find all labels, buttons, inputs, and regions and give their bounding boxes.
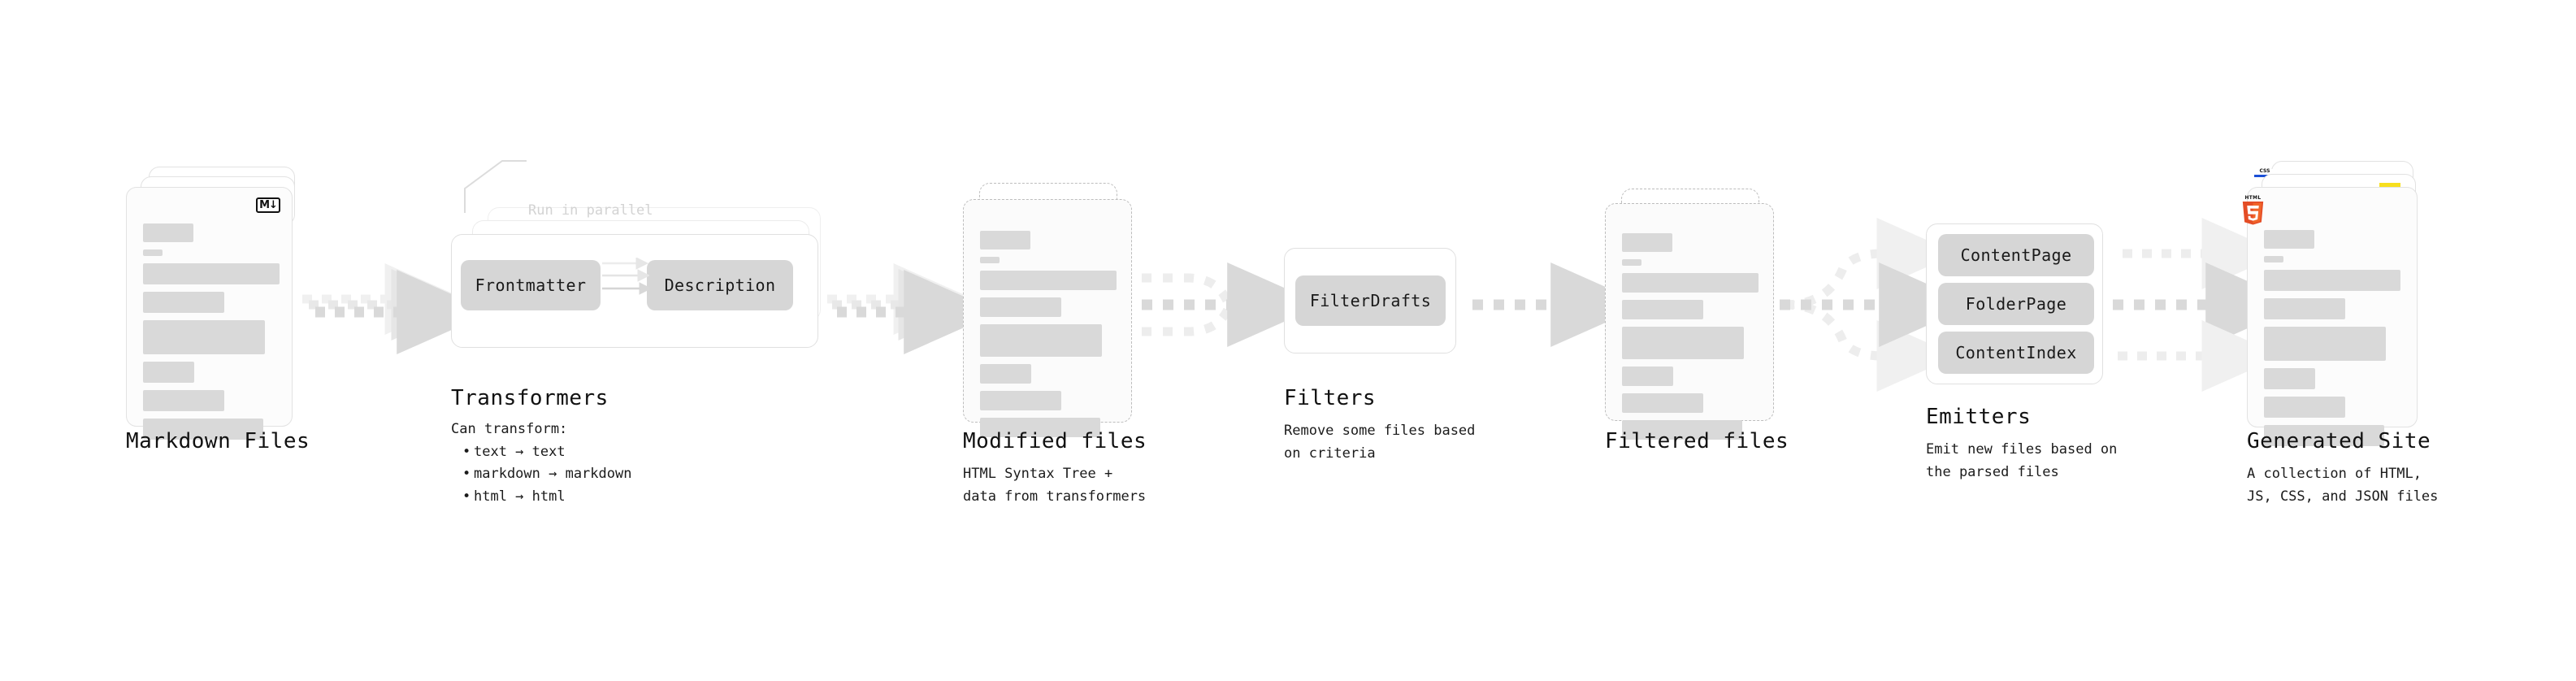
subtitle-generated-site: A collection of HTML, JS, CSS, and JSON … (2247, 466, 2439, 505)
caption-filters: Filters (1284, 386, 1377, 410)
content-bar (980, 297, 1061, 317)
caption-modified-files: Modified files (963, 429, 1147, 453)
content-bar (980, 324, 1102, 357)
run-in-parallel-label: Run in parallel (528, 202, 653, 219)
subtitle-emitters: Emit new files based on the parsed files (1926, 441, 2118, 480)
content-bar (980, 391, 1061, 410)
content-bar (1622, 420, 1742, 440)
emitter-chip-folderpage[interactable]: FolderPage (1938, 283, 2094, 325)
transform-option: text → text (462, 441, 631, 464)
caption-filtered-files: Filtered files (1605, 429, 1789, 453)
content-bar (2264, 230, 2314, 249)
css-badge-label: CSS (2259, 168, 2270, 174)
modified-file-content (980, 231, 1117, 437)
content-bar (980, 418, 1100, 437)
content-bar (2264, 368, 2315, 389)
content-bar (143, 263, 280, 284)
modified-file-front (963, 199, 1132, 437)
emitter-chip-contentpage[interactable]: ContentPage (1938, 234, 2094, 276)
content-bar (143, 223, 193, 242)
markdown-badge: M↓ (256, 197, 280, 213)
content-bar (143, 320, 265, 354)
markdown-file-stack: M↓ M↓ M↓ (126, 167, 313, 440)
filtered-file-content (1622, 233, 1759, 440)
emitter-chip-contentindex[interactable]: ContentIndex (1938, 332, 2094, 374)
content-bar (980, 257, 1000, 263)
content-bar (2264, 256, 2283, 262)
connector-md-to-transformers (302, 263, 492, 354)
generated-site-content (2264, 230, 2400, 446)
stage-filtered-files (1605, 189, 1792, 440)
html5-logo-svg: HTML (2242, 196, 2264, 225)
caption-emitters: Emitters (1926, 405, 2032, 429)
content-bar (143, 362, 194, 383)
connector-modified-to-filters (1142, 262, 1323, 347)
content-bar (1622, 300, 1703, 319)
subtitle-modified-files: HTML Syntax Tree + data from transformer… (963, 466, 1147, 505)
filtered-file-front (1605, 203, 1774, 440)
content-bar (2264, 397, 2345, 418)
modified-file-stack (963, 183, 1150, 437)
transform-option: markdown → markdown (462, 463, 631, 486)
content-bar (2264, 270, 2400, 291)
stage-transformers: Frontmatter Description (451, 207, 833, 362)
html5-icon: HTML (2240, 194, 2266, 225)
transform-option: html → html (462, 486, 631, 509)
stage-markdown-files: M↓ M↓ M↓ (126, 167, 313, 440)
transform-lead-in: Can transform: (451, 421, 568, 437)
content-bar (1622, 233, 1672, 252)
content-bar (2264, 425, 2384, 446)
markdown-file-content (143, 223, 280, 440)
filters-group: FilterDrafts (1284, 248, 1456, 354)
content-bar (980, 231, 1030, 249)
connector-emitters-to-site (2113, 218, 2301, 392)
caption-transformers: Transformers (451, 386, 609, 410)
caption-markdown-files: Markdown Files (126, 429, 310, 453)
content-bar (1622, 273, 1759, 293)
content-bar (1622, 393, 1703, 413)
content-bar (143, 419, 263, 440)
content-bar (2264, 298, 2345, 319)
subtitle-filters: Remove some files based on criteria (1284, 423, 1476, 462)
filter-chip-filterdrafts[interactable]: FilterDrafts (1295, 275, 1446, 326)
content-bar (980, 271, 1117, 290)
content-bar (1622, 367, 1673, 386)
run-in-parallel-leader (464, 160, 527, 213)
filtered-file-stack (1605, 189, 1792, 440)
emitters-group: ContentPage FolderPage ContentIndex (1926, 223, 2103, 384)
transformer-chip-description[interactable]: Description (647, 260, 793, 310)
transformer-chip-frontmatter[interactable]: Frontmatter (461, 260, 601, 310)
svg-text:HTML: HTML (2245, 196, 2262, 201)
content-bar (143, 249, 163, 256)
transformers-group-front: Frontmatter Description (451, 234, 818, 348)
caption-generated-site: Generated Site (2247, 429, 2431, 453)
content-bar (1622, 327, 1744, 359)
generated-site-front: HTML (2242, 187, 2418, 446)
connector-transformers-to-modified (827, 263, 1000, 354)
generated-site-stack: CSS HTML (2242, 161, 2442, 446)
transformer-inner-arrows (602, 258, 649, 295)
stage-filters: FilterDrafts (1284, 248, 1459, 363)
connector-filtered-to-emitters (1780, 218, 1975, 392)
stage-generated-site: CSS HTML (2242, 161, 2442, 446)
transformers-capability-list: Can transform: text → text markdown → ma… (451, 419, 631, 508)
stage-modified-files (963, 183, 1150, 437)
markdown-file-front: M↓ (126, 187, 293, 440)
content-bar (143, 390, 224, 411)
content-bar (980, 364, 1031, 384)
stage-emitters: ContentPage FolderPage ContentIndex (1926, 223, 2109, 390)
content-bar (2264, 327, 2386, 361)
content-bar (143, 292, 224, 313)
content-bar (1622, 259, 1641, 266)
